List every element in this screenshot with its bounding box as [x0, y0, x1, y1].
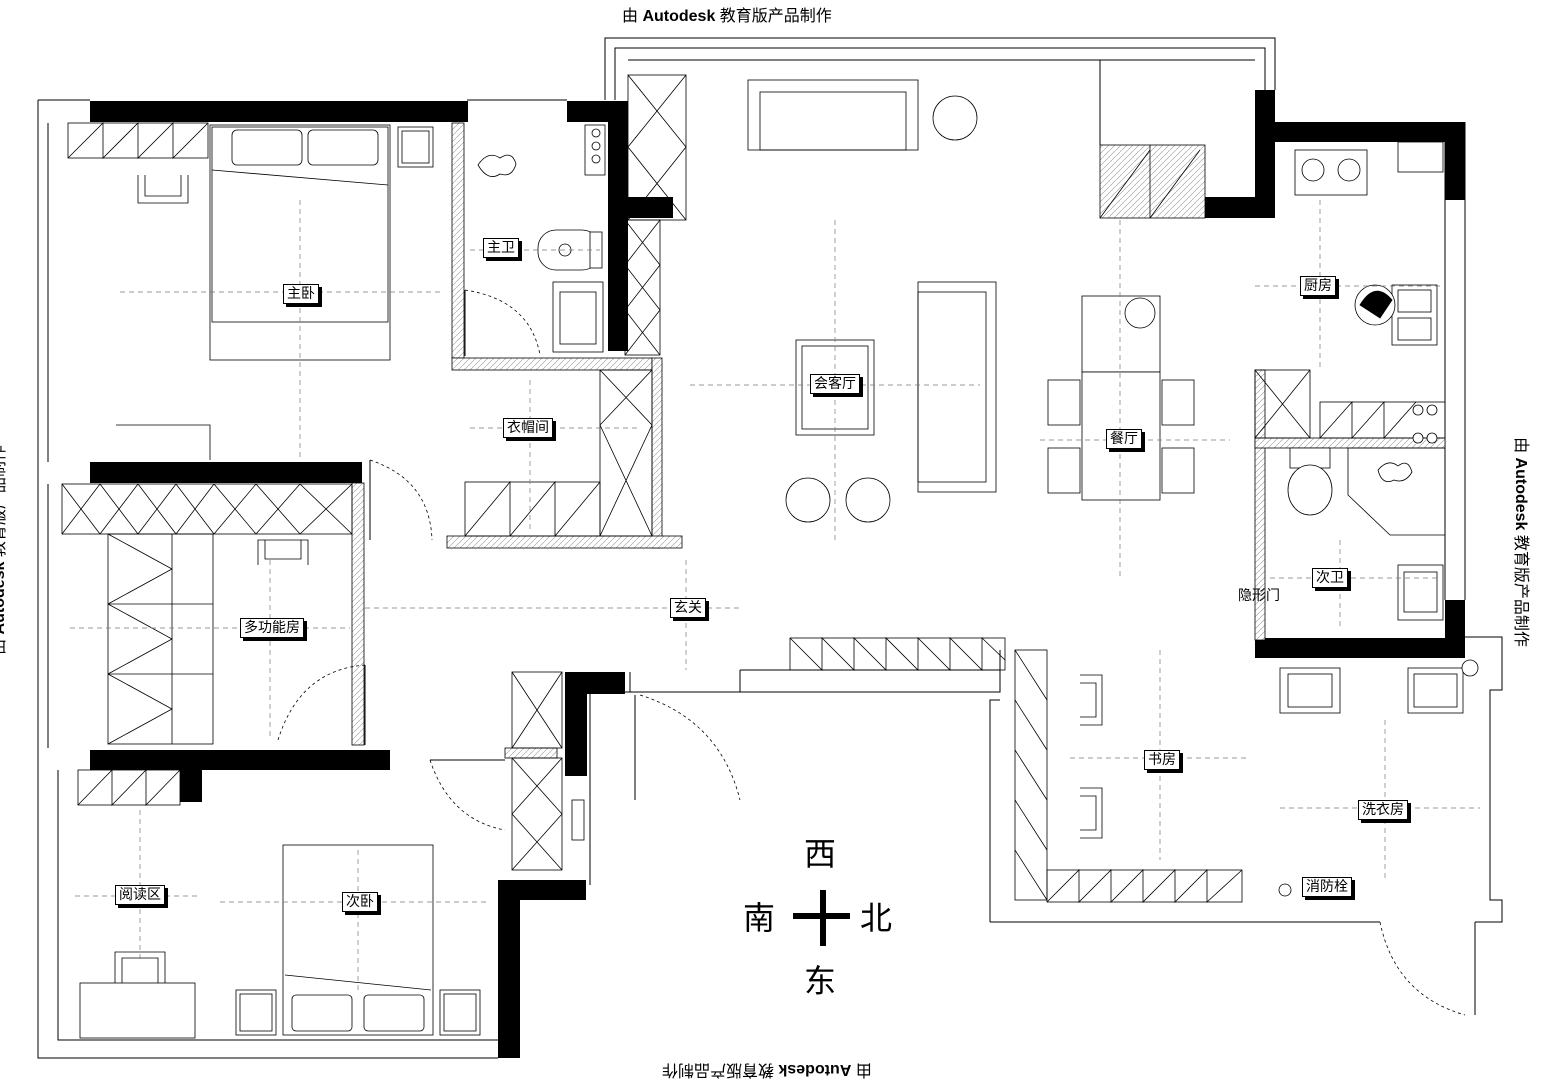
- compass-east: 东: [804, 962, 837, 1000]
- label-second-bath: 次卫: [1312, 568, 1348, 588]
- label-kitchen: 厨房: [1300, 276, 1336, 296]
- label-fire-hydrant: 消防栓: [1302, 877, 1352, 897]
- label-laundry: 洗衣房: [1358, 800, 1408, 820]
- partition-walls: [351, 122, 1446, 759]
- furniture: [79, 79, 1479, 1039]
- label-cloakroom: 衣帽间: [503, 418, 553, 438]
- watermark-right: 由 Autodesk 教育版产品制作: [1511, 437, 1535, 647]
- label-second-bedroom: 次卧: [342, 892, 378, 912]
- cabinets: [61, 74, 1446, 1036]
- watermark-suffix: 教育版产品制作: [0, 445, 8, 558]
- watermark-brand: Autodesk: [0, 561, 8, 635]
- watermark-prefix: 由: [1511, 437, 1529, 458]
- watermark-suffix: 教育版产品制作: [1511, 530, 1529, 647]
- label-multi-room: 多功能房: [240, 618, 304, 638]
- compass-cross: [793, 890, 850, 946]
- watermark-prefix: 由: [622, 8, 643, 25]
- watermark-brand: Autodesk: [778, 1061, 852, 1078]
- watermark-bottom: 由 Autodesk 教育版产品制作: [662, 1060, 872, 1084]
- watermark-brand: Autodesk: [642, 8, 716, 25]
- watermark-prefix: 由: [0, 634, 8, 655]
- compass-south: 南: [743, 899, 776, 937]
- outer-walls: [37, 37, 1503, 1059]
- label-hidden-door: 隐形门: [1238, 588, 1280, 604]
- label-master-bath: 主卫: [483, 238, 519, 258]
- watermark-suffix: 教育版产品制作: [715, 8, 832, 25]
- label-reading-area: 阅读区: [115, 885, 165, 905]
- watermark-brand: Autodesk: [1511, 457, 1529, 531]
- watermark-top: 由 Autodesk 教育版产品制作: [622, 2, 832, 26]
- compass-north: 北: [860, 899, 893, 937]
- label-dining-room: 餐厅: [1106, 429, 1142, 449]
- label-living-room: 会客厅: [810, 374, 860, 394]
- axis-lines: [70, 200, 1480, 990]
- watermark-suffix: 教育版产品制作: [662, 1061, 779, 1078]
- watermark-prefix: 由: [851, 1061, 872, 1078]
- compass-west: 西: [804, 835, 837, 873]
- watermark-left: 由 Autodesk 教育版产品制作: [0, 445, 9, 655]
- label-master-bedroom: 主卧: [283, 284, 319, 304]
- door-swings: [277, 289, 1466, 1016]
- load-bearing-walls: [90, 90, 1465, 1058]
- label-study: 书房: [1144, 750, 1180, 770]
- door-leaves: [364, 290, 1476, 1015]
- label-entrance: 玄关: [670, 598, 706, 618]
